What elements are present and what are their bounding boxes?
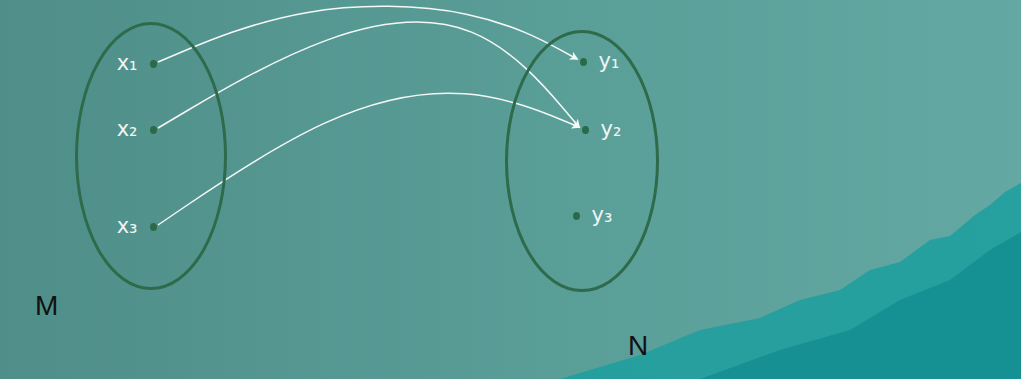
element-label: x₁ (117, 52, 138, 75)
element-dot (150, 223, 157, 231)
set-element: y₂ (582, 118, 622, 141)
set-ellipse: Mx₁x₂x₃ (75, 22, 227, 290)
set-element: x₃ (117, 215, 157, 238)
element-dot (580, 58, 587, 66)
set-element: x₁ (117, 52, 157, 75)
set-name: N (628, 332, 648, 360)
set-element: x₂ (117, 118, 157, 141)
element-dot (150, 60, 157, 68)
element-label: y₁ (599, 50, 620, 73)
set-element: y₃ (573, 204, 613, 227)
ellipse-outline (505, 30, 659, 292)
set-ellipse: Ny₁y₂y₃ (505, 30, 659, 292)
element-label: y₂ (601, 118, 622, 141)
element-label: x₃ (117, 215, 138, 238)
element-dot (150, 126, 157, 134)
element-label: x₂ (117, 118, 138, 141)
element-dot (573, 212, 580, 220)
mapping-arrow (158, 6, 577, 62)
teal-hills-shade (700, 232, 1021, 379)
ellipse-shape (77, 24, 226, 289)
set-name: M (35, 292, 58, 320)
set-element: y₁ (580, 50, 620, 73)
element-dot (582, 126, 589, 134)
teal-hills (560, 183, 1021, 379)
ellipse-shape (507, 32, 658, 291)
element-label: y₃ (592, 204, 613, 227)
